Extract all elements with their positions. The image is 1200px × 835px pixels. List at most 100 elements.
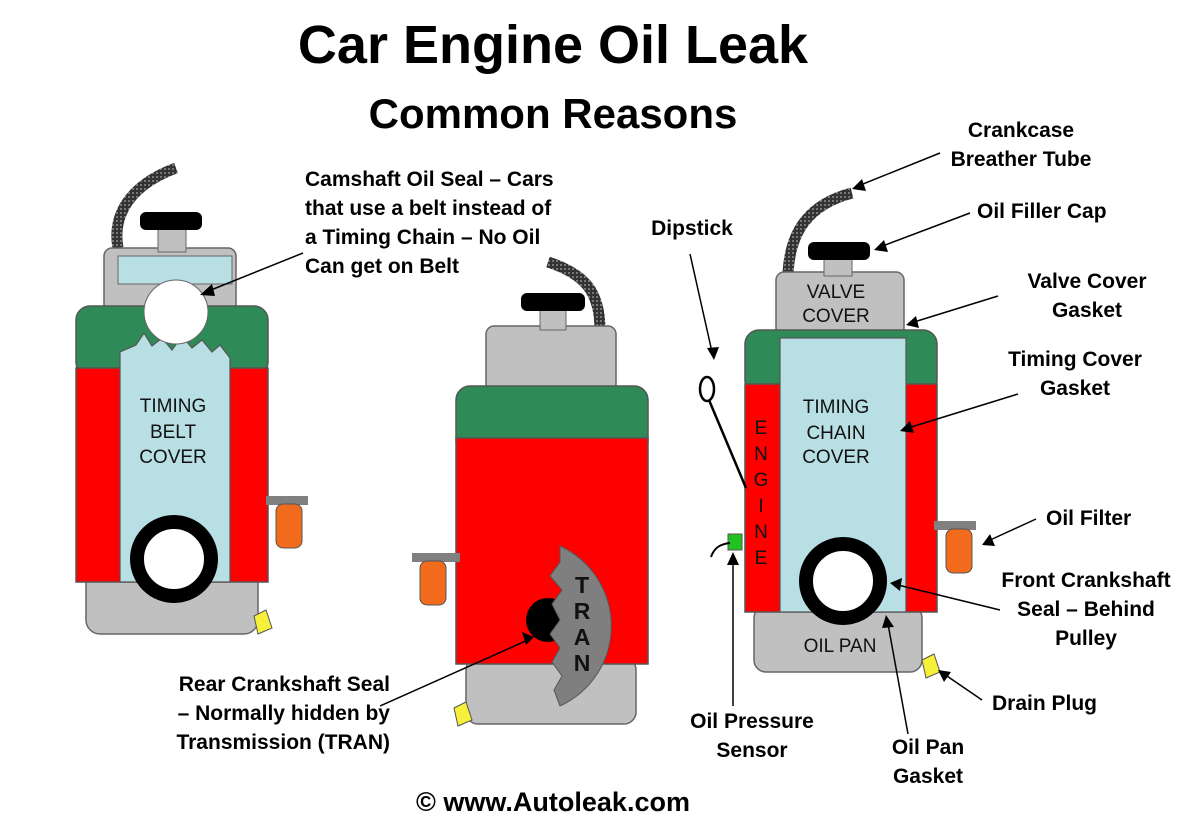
drain-plug [921,653,941,679]
valve-gasket-leader [913,295,999,323]
drain-plug-leader [943,673,983,701]
filler-neck-middle [539,307,567,331]
oil-pan-label: OIL PAN [804,636,877,657]
oil-filter-left [275,503,303,549]
oil-pressure-sensor [727,533,743,551]
callout-valve-cover-gasket: Valve Cover Gasket [906,270,1147,328]
drain-plug-left [253,609,273,635]
crank-pulley-left [130,515,218,603]
page-title: Car Engine Oil Leak [298,15,809,75]
dipstick-leader [689,253,713,353]
timing-gasket-label-line2: Gasket [1040,377,1110,400]
pan-gasket-arrow [882,615,894,628]
valve-cover-middle [485,325,617,393]
dipstick-rod [707,399,748,489]
breather-tube-middle [546,256,606,331]
dipstick-label: Dipstick [651,217,733,240]
callout-rear-crankshaft-seal: Rear Crankshaft Seal – Normally hidden b… [176,632,534,754]
oil-filler-cap-left [140,212,202,230]
callout-timing-cover-gasket: Timing Cover Gasket [900,348,1142,433]
timing-belt-cover-line1: TIMING [140,396,207,417]
tran-letter-4: N [574,650,591,676]
dipstick-handle [698,375,716,403]
breather-tube-left [111,162,178,249]
front-seal-label-line1: Front Crankshaft [1001,569,1170,592]
timing-belt-cover [119,331,231,583]
rear-seal-leader [379,639,529,707]
timing-chain-cover-line2: CHAIN [806,423,865,444]
callout-dipstick: Dipstick [651,217,733,360]
callout-breather-tube: Crankcase Breather Tube [852,119,1091,191]
breather-label-line1: Crankcase [968,119,1074,142]
breather-arrow [852,179,866,191]
rear-seal-label-line3: Transmission (TRAN) [176,731,390,754]
oil-filter-middle [419,560,447,606]
camshaft-leader [205,252,304,293]
callout-oil-filter: Oil Filter [982,507,1131,546]
camshaft-label-line4: Can get on Belt [305,255,459,278]
oil-filter-label: Oil Filter [1046,507,1131,530]
engine-letter-6: E [755,548,768,569]
crankcase-breather-tube [782,187,854,275]
transmission-bellhousing [549,545,612,707]
drain-plug-arrow [938,670,951,682]
camshaft-label-line3: a Timing Chain – No Oil [305,226,540,249]
callout-drain-plug: Drain Plug [938,670,1097,715]
valve-cover-line2: COVER [802,306,870,327]
drain-plug-middle [453,701,473,727]
callout-oil-pan-gasket: Oil Pan Gasket [882,615,964,788]
breather-label-line2: Breather Tube [951,148,1092,171]
valve-gasket-label-line1: Valve Cover [1027,270,1146,293]
pressure-sensor-arrow [727,552,739,565]
engine-letter-3: G [754,470,769,491]
left-engine: TIMING BELT COVER [75,162,308,635]
engine-letter-1: E [755,418,768,439]
pan-gasket-leader [887,623,909,735]
pressure-sensor-label-line2: Sensor [716,739,787,762]
callout-front-crankshaft-seal: Front Crankshaft Seal – Behind Pulley [890,569,1171,650]
oil-filter-arrow [982,534,995,546]
right-engine: OIL PAN VALVE COVER TIMING CHAIN COVER E… [698,187,976,679]
sensor-wire [710,542,731,558]
timing-chain-cover-line3: COVER [802,447,870,468]
engine-letter-2: N [754,444,768,465]
oil-pan-middle [465,657,637,725]
filler-neck-left [157,227,187,253]
valve-gasket-arrow [906,316,919,328]
timing-gasket-label-line1: Timing Cover [1008,348,1142,371]
pan-gasket-label-line1: Oil Pan [892,736,964,759]
middle-engine: T R A N [412,256,649,727]
drain-plug-label: Drain Plug [992,692,1097,715]
timing-chain-cover-line1: TIMING [803,397,870,418]
valve-gasket-label-line2: Gasket [1052,299,1122,322]
rear-seal-label-line1: Rear Crankshaft Seal [179,673,390,696]
crank-pulley [799,537,887,625]
page-subtitle: Common Reasons [369,90,738,137]
filler-leader [879,212,971,248]
pan-gasket-label-line2: Gasket [893,765,963,788]
callout-oil-pressure-sensor: Oil Pressure Sensor [690,552,814,762]
tran-letter-3: A [574,624,591,650]
timing-belt-cover-line2: BELT [150,422,197,443]
valve-cover-line1: VALVE [807,282,865,303]
copyright-footer: © www.Autoleak.com [416,787,690,817]
callout-camshaft-seal: Camshaft Oil Seal – Cars that use a belt… [200,168,554,296]
oil-filler-cap [808,242,870,260]
cam-pulley-left [143,279,209,345]
timing-gasket-arrow [900,421,914,433]
callout-oil-filler-cap: Oil Filler Cap [874,200,1107,252]
rear-seal-label-line2: – Normally hidden by [178,702,391,725]
filler-label: Oil Filler Cap [977,200,1107,223]
tran-letter-2: R [574,598,591,624]
camshaft-arrow [200,284,215,296]
pressure-sensor-label-line1: Oil Pressure [690,710,814,733]
front-seal-arrow [890,578,902,591]
tran-letter-1: T [575,572,589,598]
oil-filler-cap-middle [521,293,585,311]
breather-leader [857,152,941,187]
filter-mount [934,521,976,530]
front-seal-leader [897,584,1001,611]
timing-belt-cover-line3: COVER [139,447,207,468]
engine-letter-4: I [758,496,763,517]
